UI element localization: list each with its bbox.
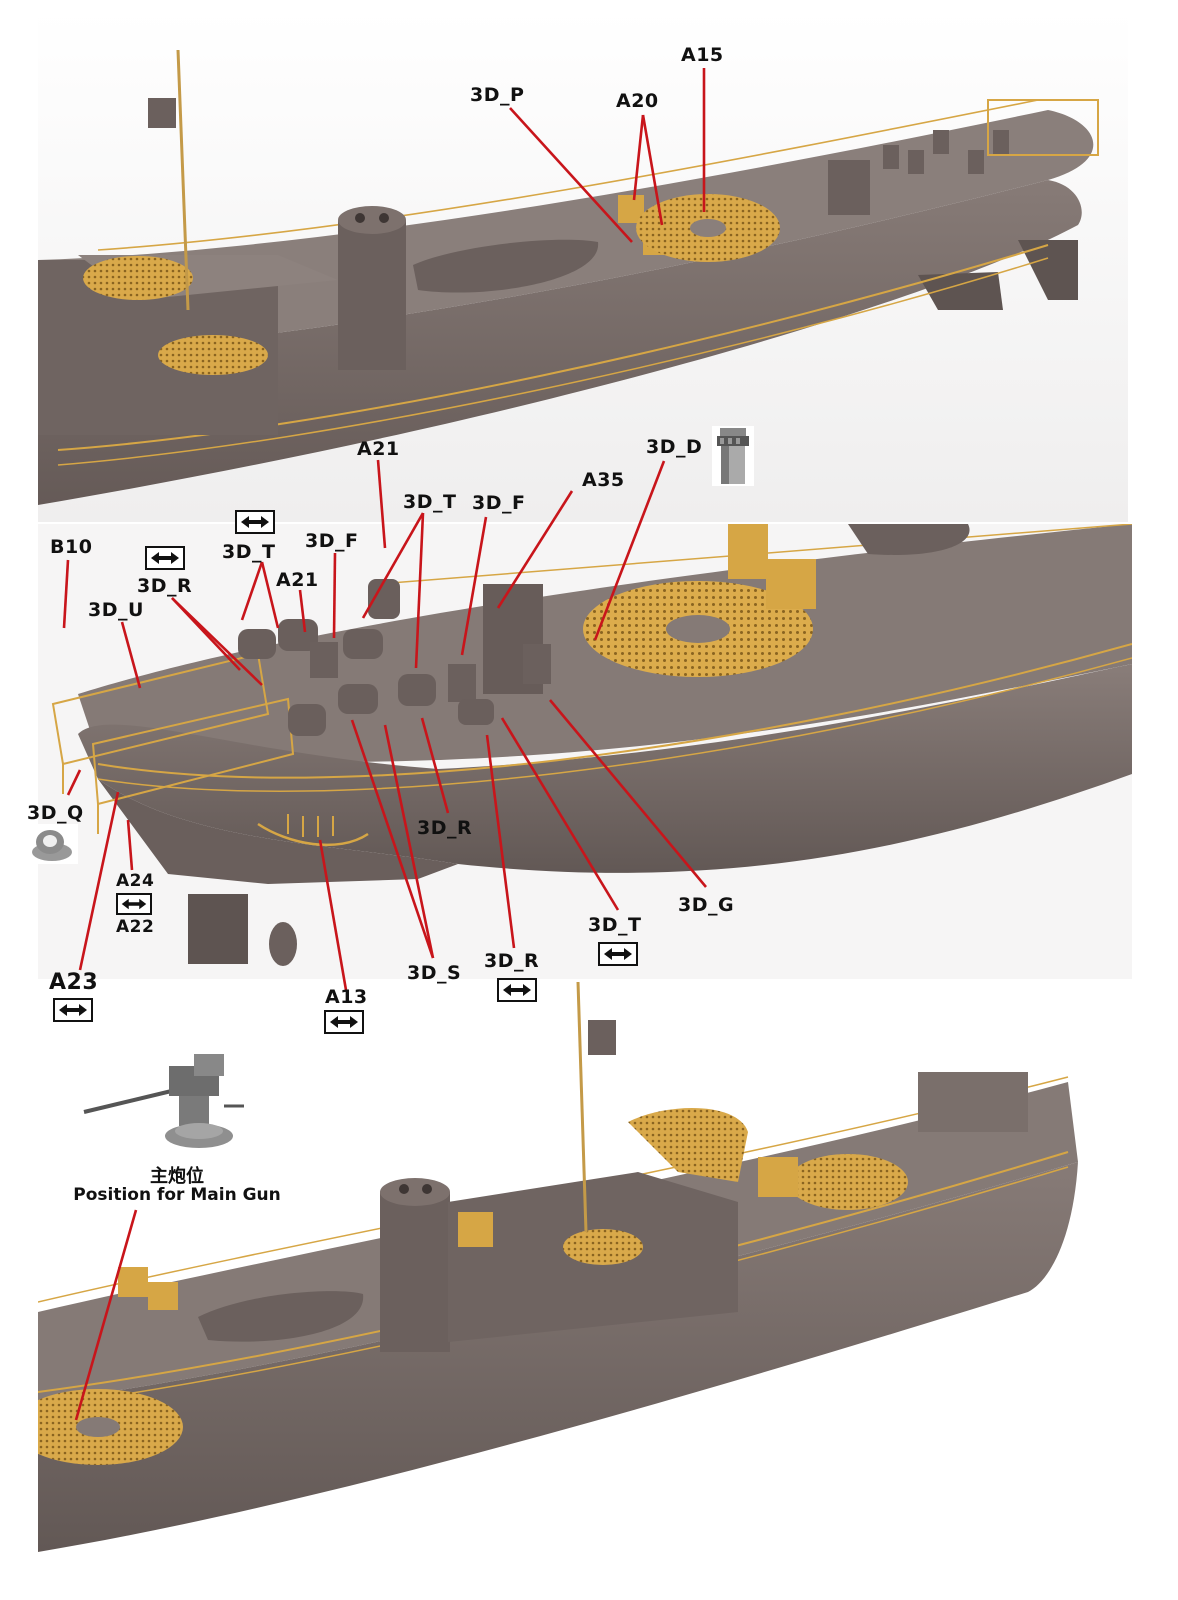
part-label-a15: A15	[681, 44, 724, 66]
part-label-3d-t-bottom: 3D_T	[588, 914, 642, 936]
fairlead-3d-icon	[30, 824, 78, 864]
part-label-a23: A23	[49, 970, 99, 995]
part-label-a20: A20	[616, 90, 659, 112]
part-label-a22: A22	[116, 917, 155, 937]
swap-arrow-icon	[53, 998, 93, 1022]
part-label-3d-u: 3D_U	[88, 599, 144, 621]
part-label-3d-t-top: 3D_T	[403, 491, 457, 513]
part-label-3d-t-left: 3D_T	[222, 541, 276, 563]
main-gun-caption-english: Position for Main Gun	[73, 1185, 281, 1205]
part-label-3d-f-left: 3D_F	[305, 530, 359, 552]
part-label-3d-f-mid: 3D_F	[472, 492, 526, 514]
part-label-3d-d: 3D_D	[646, 436, 703, 458]
swap-arrow-icon	[235, 510, 275, 534]
part-label-a21-top: A21	[357, 438, 400, 460]
swap-arrow-icon	[145, 546, 185, 570]
swap-arrow-icon	[324, 1010, 364, 1034]
part-label-a21-left: A21	[276, 569, 319, 591]
swap-arrow-icon	[116, 893, 152, 915]
part-label-3d-s: 3D_S	[407, 962, 462, 984]
part-label-a13: A13	[325, 986, 368, 1008]
binnacle-3d-icon	[712, 426, 754, 486]
part-label-a24: A24	[116, 871, 155, 891]
part-label-3d-r-bottom: 3D_R	[484, 950, 540, 972]
photo-panel-stern-top	[38, 10, 1128, 522]
part-label-3d-r-left: 3D_R	[137, 575, 193, 597]
part-label-b10: B10	[50, 536, 93, 558]
ship-model-photo-2	[38, 524, 1132, 979]
photo-panel-stern-detail	[38, 524, 1132, 979]
part-label-a35: A35	[582, 469, 625, 491]
swap-arrow-icon	[497, 978, 537, 1002]
swap-arrow-icon	[598, 942, 638, 966]
part-label-3d-r-mid: 3D_R	[417, 817, 473, 839]
main-gun-caption-chinese: 主炮位	[150, 1166, 204, 1187]
part-label-3d-p: 3D_P	[470, 84, 525, 106]
ship-model-photo-1	[38, 10, 1128, 522]
part-label-3d-q: 3D_Q	[27, 802, 84, 824]
deck-gun-3d-icon	[74, 1036, 260, 1158]
part-label-3d-g: 3D_G	[678, 894, 735, 916]
